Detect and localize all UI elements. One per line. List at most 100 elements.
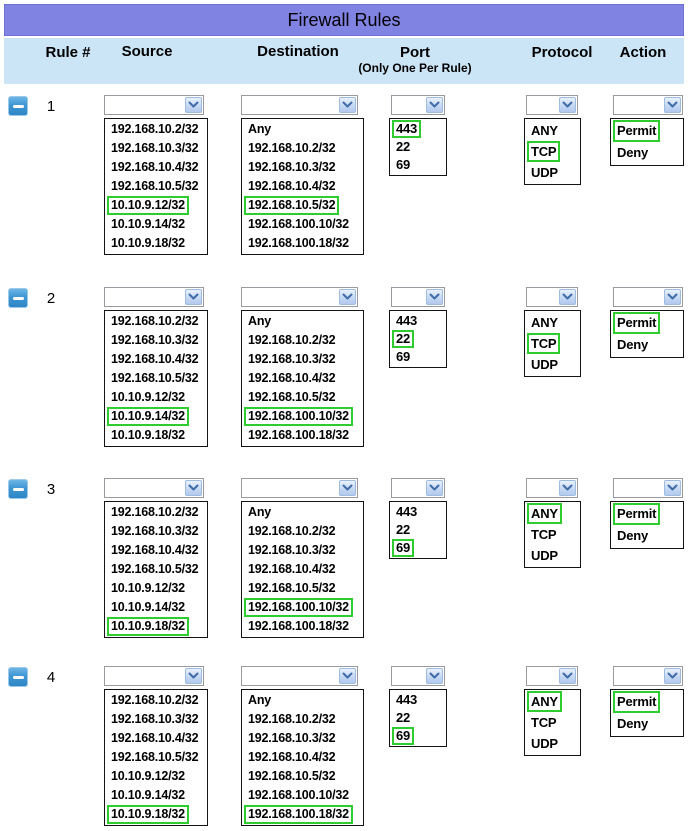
remove-rule-button[interactable]: [8, 667, 28, 687]
remove-rule-button[interactable]: [8, 288, 28, 308]
source-option[interactable]: 192.168.10.3/32: [105, 139, 207, 158]
source-option[interactable]: 192.168.10.5/32: [105, 369, 207, 388]
destination-option[interactable]: Any: [242, 312, 363, 331]
protocol-dropdown[interactable]: [526, 666, 578, 686]
destination-option[interactable]: 192.168.100.18/32: [242, 805, 363, 824]
protocol-option[interactable]: TCP: [525, 524, 580, 545]
destination-dropdown[interactable]: [241, 666, 358, 686]
port-dropdown[interactable]: [391, 666, 445, 686]
destination-option[interactable]: 192.168.10.3/32: [242, 541, 363, 560]
chevron-down-icon[interactable]: [664, 480, 681, 496]
chevron-down-icon[interactable]: [559, 480, 576, 496]
port-option[interactable]: 22: [390, 138, 446, 156]
action-dropdown[interactable]: [613, 478, 683, 498]
chevron-down-icon[interactable]: [185, 668, 202, 684]
source-option[interactable]: 192.168.10.2/32: [105, 691, 207, 710]
port-option[interactable]: 443: [390, 503, 446, 521]
protocol-option[interactable]: ANY: [525, 691, 580, 712]
source-dropdown[interactable]: [104, 478, 204, 498]
source-option[interactable]: 10.10.9.18/32: [105, 617, 207, 636]
chevron-down-icon[interactable]: [426, 668, 443, 684]
protocol-option[interactable]: UDP: [525, 733, 580, 754]
source-option[interactable]: 192.168.10.4/32: [105, 541, 207, 560]
action-option[interactable]: Permit: [611, 691, 683, 713]
source-option[interactable]: 10.10.9.14/32: [105, 598, 207, 617]
chevron-down-icon[interactable]: [426, 480, 443, 496]
destination-option[interactable]: 192.168.10.4/32: [242, 748, 363, 767]
source-dropdown[interactable]: [104, 666, 204, 686]
destination-option[interactable]: 192.168.100.18/32: [242, 426, 363, 445]
destination-option[interactable]: 192.168.10.2/32: [242, 331, 363, 350]
destination-option[interactable]: 192.168.10.3/32: [242, 729, 363, 748]
action-option[interactable]: Deny: [611, 713, 683, 735]
destination-option[interactable]: 192.168.10.5/32: [242, 767, 363, 786]
chevron-down-icon[interactable]: [664, 289, 681, 305]
source-option[interactable]: 10.10.9.12/32: [105, 196, 207, 215]
protocol-option[interactable]: ANY: [525, 503, 580, 524]
source-option[interactable]: 192.168.10.2/32: [105, 503, 207, 522]
destination-option[interactable]: 192.168.10.3/32: [242, 158, 363, 177]
source-option[interactable]: 10.10.9.14/32: [105, 786, 207, 805]
source-dropdown[interactable]: [104, 95, 204, 115]
destination-option[interactable]: 192.168.10.3/32: [242, 350, 363, 369]
protocol-option[interactable]: TCP: [525, 712, 580, 733]
source-option[interactable]: 10.10.9.12/32: [105, 388, 207, 407]
port-option[interactable]: 443: [390, 312, 446, 330]
port-option[interactable]: 69: [390, 156, 446, 174]
chevron-down-icon[interactable]: [664, 668, 681, 684]
protocol-option[interactable]: UDP: [525, 354, 580, 375]
port-option[interactable]: 22: [390, 709, 446, 727]
action-dropdown[interactable]: [613, 666, 683, 686]
destination-option[interactable]: Any: [242, 503, 363, 522]
chevron-down-icon[interactable]: [185, 480, 202, 496]
remove-rule-button[interactable]: [8, 96, 28, 116]
port-dropdown[interactable]: [391, 287, 445, 307]
action-option[interactable]: Permit: [611, 120, 683, 142]
chevron-down-icon[interactable]: [559, 289, 576, 305]
chevron-down-icon[interactable]: [339, 289, 356, 305]
port-option[interactable]: 443: [390, 691, 446, 709]
chevron-down-icon[interactable]: [664, 97, 681, 113]
chevron-down-icon[interactable]: [185, 289, 202, 305]
chevron-down-icon[interactable]: [339, 97, 356, 113]
destination-option[interactable]: 192.168.10.2/32: [242, 710, 363, 729]
destination-option[interactable]: 192.168.100.10/32: [242, 598, 363, 617]
action-option[interactable]: Deny: [611, 525, 683, 547]
port-option[interactable]: 22: [390, 330, 446, 348]
port-dropdown[interactable]: [391, 478, 445, 498]
action-option[interactable]: Permit: [611, 312, 683, 334]
destination-option[interactable]: 192.168.100.10/32: [242, 215, 363, 234]
source-option[interactable]: 192.168.10.3/32: [105, 522, 207, 541]
destination-option[interactable]: 192.168.10.4/32: [242, 177, 363, 196]
chevron-down-icon[interactable]: [339, 480, 356, 496]
action-option[interactable]: Deny: [611, 334, 683, 356]
destination-option[interactable]: Any: [242, 691, 363, 710]
destination-option[interactable]: 192.168.100.18/32: [242, 234, 363, 253]
source-option[interactable]: 192.168.10.5/32: [105, 560, 207, 579]
source-option[interactable]: 10.10.9.14/32: [105, 215, 207, 234]
chevron-down-icon[interactable]: [339, 668, 356, 684]
port-dropdown[interactable]: [391, 95, 445, 115]
chevron-down-icon[interactable]: [185, 97, 202, 113]
port-option[interactable]: 69: [390, 539, 446, 557]
protocol-dropdown[interactable]: [526, 478, 578, 498]
protocol-dropdown[interactable]: [526, 287, 578, 307]
protocol-option[interactable]: TCP: [525, 333, 580, 354]
destination-dropdown[interactable]: [241, 478, 358, 498]
source-option[interactable]: 192.168.10.3/32: [105, 710, 207, 729]
action-option[interactable]: Deny: [611, 142, 683, 164]
source-option[interactable]: 10.10.9.12/32: [105, 767, 207, 786]
port-option[interactable]: 443: [390, 120, 446, 138]
port-option[interactable]: 69: [390, 348, 446, 366]
source-dropdown[interactable]: [104, 287, 204, 307]
chevron-down-icon[interactable]: [559, 668, 576, 684]
protocol-option[interactable]: UDP: [525, 545, 580, 566]
protocol-option[interactable]: UDP: [525, 162, 580, 183]
chevron-down-icon[interactable]: [559, 97, 576, 113]
source-option[interactable]: 192.168.10.2/32: [105, 312, 207, 331]
source-option[interactable]: 10.10.9.12/32: [105, 579, 207, 598]
destination-option[interactable]: 192.168.10.4/32: [242, 369, 363, 388]
remove-rule-button[interactable]: [8, 479, 28, 499]
source-option[interactable]: 192.168.10.3/32: [105, 331, 207, 350]
protocol-option[interactable]: TCP: [525, 141, 580, 162]
